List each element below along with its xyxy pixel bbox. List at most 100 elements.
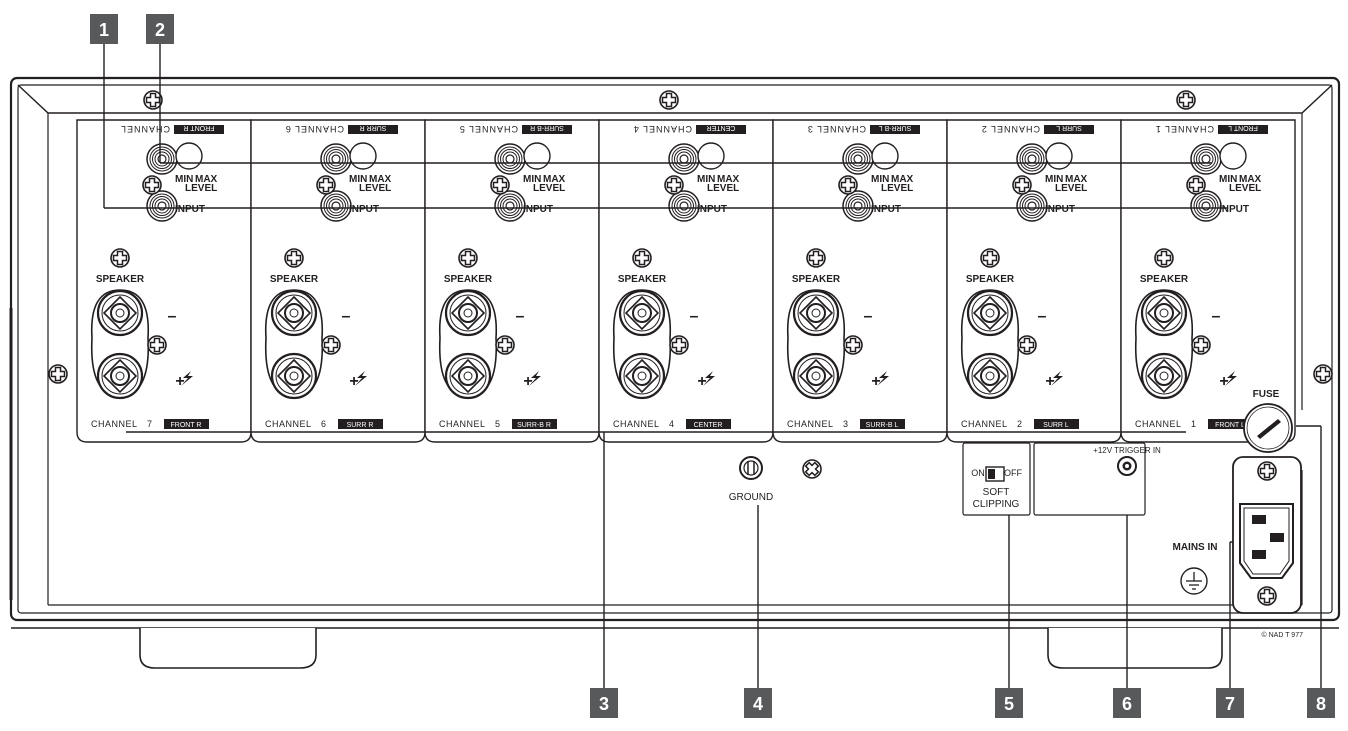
level-knob[interactable]	[871, 142, 899, 170]
input-jack[interactable]	[1016, 143, 1048, 175]
channel-number: 5	[495, 419, 500, 429]
level-knob[interactable]	[1219, 142, 1247, 170]
input-jack[interactable]	[1190, 143, 1222, 175]
min-label: MIN	[349, 174, 367, 185]
level-knob[interactable]	[697, 142, 725, 170]
channel-top-badge	[696, 125, 746, 134]
level-knob[interactable]	[523, 142, 551, 170]
speaker-terminal-positive[interactable]	[270, 352, 318, 400]
speaker-terminal-negative[interactable]	[96, 289, 144, 337]
plus-label: +	[871, 373, 880, 390]
speaker-terminal-positive[interactable]	[792, 352, 840, 400]
input-jack[interactable]	[842, 190, 874, 222]
speaker-terminal-negative[interactable]	[1140, 289, 1188, 337]
plus-label: +	[697, 373, 706, 390]
channel-top-badge-text: FRONT R	[184, 124, 215, 131]
channel-label: CHANNEL	[613, 419, 660, 429]
speaker-label: SPEAKER	[96, 274, 145, 285]
svg-text:5: 5	[1004, 694, 1014, 714]
callout-5: 5	[995, 688, 1023, 718]
input-jack[interactable]	[494, 143, 526, 175]
channel-badge-text: SURR-B R	[517, 422, 551, 429]
input-jack[interactable]	[320, 143, 352, 175]
channel-top-badge	[1218, 125, 1268, 134]
svg-text:6: 6	[1122, 694, 1132, 714]
channel-top-badge	[522, 125, 572, 134]
channel-label: CHANNEL	[265, 419, 312, 429]
max-label: MAX	[195, 174, 218, 185]
channel-top-text: CHANNEL 6	[285, 124, 344, 134]
screw-icon	[1012, 175, 1032, 195]
channel-badge	[1208, 419, 1253, 429]
input-jack[interactable]	[842, 143, 874, 175]
input-label: INPUT	[697, 204, 727, 215]
callout-4: 4	[744, 688, 772, 718]
level-knob[interactable]	[175, 142, 203, 170]
channel-top-text: CHANNEL 4	[633, 124, 692, 134]
screw-icon	[142, 175, 162, 195]
channel-badge-text: FRONT R	[171, 422, 202, 429]
svg-text:8: 8	[1316, 694, 1326, 714]
ground-terminal[interactable]: GROUND	[729, 456, 773, 503]
screw-icon	[1191, 335, 1211, 355]
channel-label: CHANNEL	[787, 419, 834, 429]
fuse-holder[interactable]: FUSE	[1243, 389, 1293, 453]
channel-badge-text: SURR R	[347, 422, 374, 429]
input-jack[interactable]	[1016, 190, 1048, 222]
minus-label: –	[168, 308, 177, 325]
min-label: MIN	[523, 174, 541, 185]
input-label: INPUT	[1045, 204, 1075, 215]
copyright-text: © NAD T 977	[1262, 631, 1304, 639]
speaker-terminal-negative[interactable]	[444, 289, 492, 337]
max-label: MAX	[1065, 174, 1088, 185]
ground-label: GROUND	[729, 492, 773, 503]
level-knob[interactable]	[349, 142, 377, 170]
speaker-terminal-positive[interactable]	[444, 352, 492, 400]
mains-inlet[interactable]	[1232, 456, 1302, 614]
speaker-terminal-negative[interactable]	[618, 289, 666, 337]
channel-badge-text: SURR-B L	[866, 422, 899, 429]
input-jack[interactable]	[1190, 190, 1222, 222]
minus-label: –	[516, 308, 525, 325]
screw-icon	[1017, 335, 1037, 355]
svg-text:4: 4	[753, 694, 763, 714]
speaker-terminal-negative[interactable]	[270, 289, 318, 337]
input-jack[interactable]	[320, 190, 352, 222]
soft-clipping-switch[interactable]: ON OFF SOFT CLIPPING	[962, 442, 1031, 516]
channel-top-badge-text: SURR-B R	[530, 124, 564, 131]
screw-icon	[838, 175, 858, 195]
screw-icon	[284, 248, 304, 268]
minus-label: –	[1212, 308, 1221, 325]
callout-1: 1	[90, 14, 118, 44]
earth-symbol-icon	[1180, 567, 1208, 595]
callout-leader-lines	[103, 44, 1322, 688]
speaker-terminal-positive[interactable]	[618, 352, 666, 400]
chassis-screw-icon	[802, 459, 822, 479]
trigger-label: +12V TRIGGER IN	[1093, 446, 1161, 455]
level-knob[interactable]	[1045, 142, 1073, 170]
channel-badge-text: FRONT L	[1215, 422, 1245, 429]
speaker-terminal-negative[interactable]	[966, 289, 1014, 337]
level-label: LEVEL	[359, 183, 391, 194]
speaker-terminal-positive[interactable]	[1140, 352, 1188, 400]
input-jack[interactable]	[146, 190, 178, 222]
channel-top-badge	[348, 125, 398, 134]
speaker-terminal-positive[interactable]	[96, 352, 144, 400]
input-jack[interactable]	[668, 143, 700, 175]
input-jack[interactable]	[494, 190, 526, 222]
on-label: ON	[971, 468, 985, 478]
speaker-terminal-positive[interactable]	[966, 352, 1014, 400]
level-label: LEVEL	[533, 183, 565, 194]
input-jack[interactable]	[668, 190, 700, 222]
clipping-label: CLIPPING	[973, 499, 1020, 510]
channel-top-text: CHANNEL 1	[1155, 124, 1214, 134]
channel-top-badge	[174, 125, 224, 134]
speaker-terminal-negative[interactable]	[792, 289, 840, 337]
level-label: LEVEL	[881, 183, 913, 194]
svg-text:1: 1	[99, 20, 109, 40]
trigger-input[interactable]: +12V TRIGGER IN	[1033, 442, 1161, 516]
input-jack[interactable]	[146, 143, 178, 175]
callout-3: 3	[590, 688, 618, 718]
